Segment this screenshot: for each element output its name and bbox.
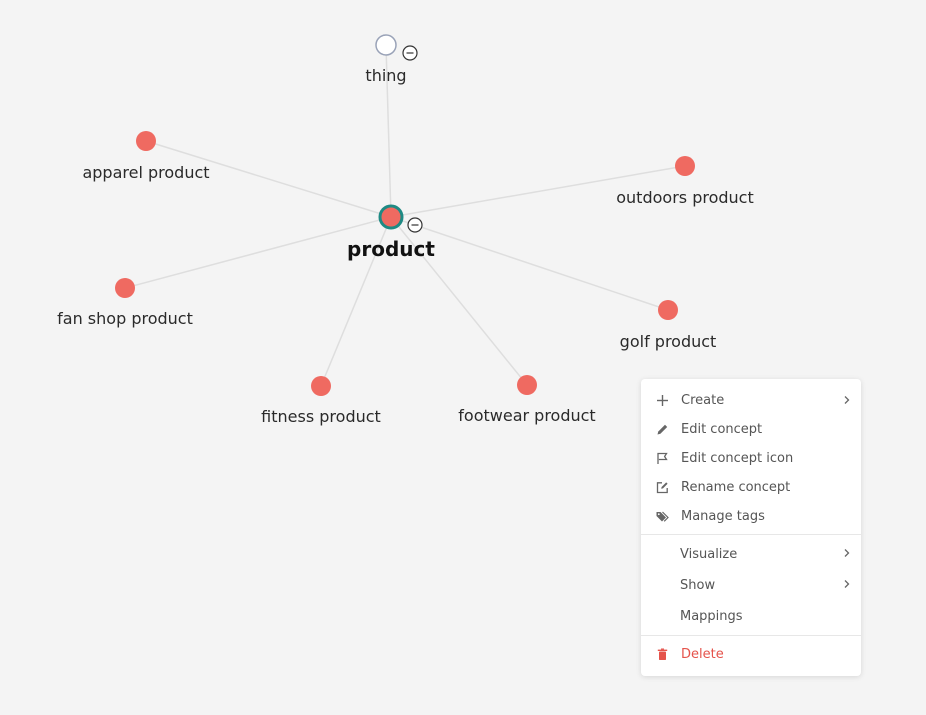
edge-apparel (145, 140, 392, 218)
menu-item-edit-concept-icon-label: Edit concept icon (681, 451, 794, 466)
node-thing-circle[interactable] (375, 34, 397, 56)
graph-edges (124, 44, 686, 387)
node-golf-label: golf product (620, 332, 717, 351)
node-thing[interactable]: thing (365, 34, 407, 85)
menu-item-manage-tags[interactable]: Manage tags (641, 502, 861, 531)
chevron-right-icon (844, 580, 850, 588)
flag-icon (657, 452, 668, 464)
node-thing-label: thing (365, 66, 406, 85)
edge-fitness (320, 216, 392, 387)
node-fitness-circle[interactable] (311, 376, 331, 396)
menu-divider (641, 534, 861, 535)
trash-icon (657, 648, 668, 660)
context-menu: Create Edit concept Edit concept icon Re… (641, 379, 861, 676)
menu-item-visualize[interactable]: Visualize (641, 539, 861, 570)
menu-item-mappings-label: Mappings (680, 609, 743, 624)
node-outdoors[interactable]: outdoors product (616, 156, 754, 207)
node-product[interactable]: product (347, 204, 435, 261)
chevron-right-icon (844, 396, 850, 404)
tags-icon (656, 511, 669, 522)
menu-item-rename-concept-label: Rename concept (681, 480, 791, 495)
menu-item-mappings[interactable]: Mappings (641, 601, 861, 632)
edge-outdoors (390, 165, 686, 218)
menu-item-create[interactable]: Create (641, 386, 861, 415)
node-fanshop-circle[interactable] (115, 278, 135, 298)
menu-item-create-label: Create (681, 393, 725, 408)
node-outdoors-circle[interactable] (675, 156, 695, 176)
node-product-ring[interactable] (378, 204, 404, 230)
collapse-thing-icon[interactable] (402, 45, 418, 61)
node-golf-circle[interactable] (658, 300, 678, 320)
menu-item-show-label: Show (680, 578, 716, 593)
collapse-product-icon[interactable] (407, 217, 423, 233)
menu-item-visualize-label: Visualize (680, 547, 738, 562)
edge-footwear (390, 216, 528, 386)
menu-item-edit-concept-icon[interactable]: Edit concept icon (641, 444, 861, 473)
menu-item-manage-tags-label: Manage tags (681, 509, 765, 524)
node-apparel-label: apparel product (82, 163, 209, 182)
menu-item-delete[interactable]: Delete (641, 640, 861, 669)
menu-item-edit-concept-label: Edit concept (681, 422, 763, 437)
menu-item-edit-concept[interactable]: Edit concept (641, 415, 861, 444)
menu-item-delete-label: Delete (681, 647, 724, 662)
edge-thing (385, 44, 392, 218)
edge-golf (390, 216, 669, 311)
edit-square-icon (656, 482, 668, 494)
node-footwear-circle[interactable] (517, 375, 537, 395)
node-fanshop[interactable]: fan shop product (57, 278, 193, 328)
node-footwear[interactable]: footwear product (458, 375, 596, 425)
chevron-right-icon (844, 549, 850, 557)
edge-fanshop (124, 216, 392, 289)
plus-icon (657, 395, 668, 406)
node-product-label: product (347, 237, 435, 261)
node-fitness-label: fitness product (261, 407, 381, 426)
node-fanshop-label: fan shop product (57, 309, 193, 328)
node-footwear-label: footwear product (458, 406, 595, 425)
node-apparel-circle[interactable] (136, 131, 156, 151)
menu-divider (641, 635, 861, 636)
node-apparel[interactable]: apparel product (82, 131, 210, 182)
pencil-icon (657, 424, 668, 435)
node-outdoors-label: outdoors product (616, 188, 753, 207)
node-fitness[interactable]: fitness product (261, 376, 381, 426)
menu-item-rename-concept[interactable]: Rename concept (641, 473, 861, 502)
menu-item-show[interactable]: Show (641, 570, 861, 601)
node-golf[interactable]: golf product (620, 300, 717, 351)
